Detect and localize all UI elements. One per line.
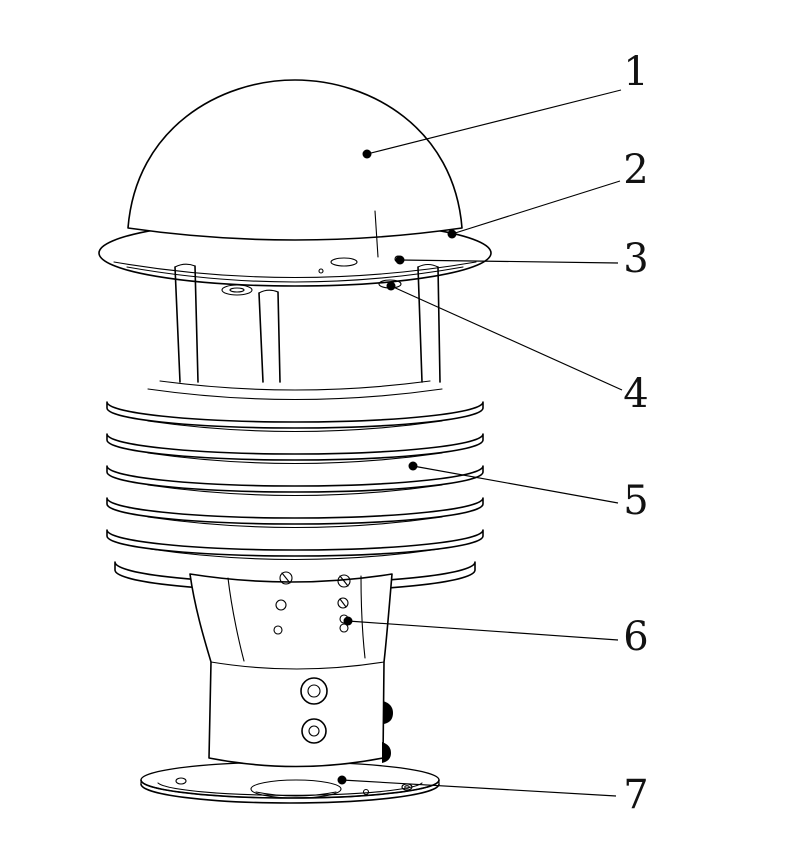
callout-leader bbox=[412, 465, 619, 504]
base-flange bbox=[140, 777, 440, 804]
vent-hole bbox=[279, 571, 293, 585]
callout-number: 6 bbox=[623, 614, 648, 660]
louver-plate bbox=[106, 420, 484, 461]
callout-leader bbox=[366, 89, 622, 155]
dome-seam-line bbox=[374, 210, 379, 258]
louver-surface bbox=[147, 420, 443, 433]
louver-rim bbox=[106, 433, 484, 461]
louver-plate bbox=[106, 452, 484, 493]
callout-6: 6 bbox=[343, 614, 649, 660]
side-connector bbox=[383, 701, 393, 724]
flange-rim-ends bbox=[140, 779, 440, 785]
louver-plate bbox=[106, 516, 484, 557]
brim-underside-edge bbox=[113, 261, 477, 279]
callout-number: 4 bbox=[623, 371, 648, 417]
fastener-inner bbox=[307, 684, 321, 698]
callout-leader bbox=[347, 620, 619, 641]
mounting-posts bbox=[159, 263, 441, 391]
flange-center-hole-shadow bbox=[255, 791, 337, 797]
callout-dot bbox=[395, 255, 405, 265]
callout-dot bbox=[386, 281, 396, 291]
dome bbox=[127, 79, 463, 258]
callout-7: 7 bbox=[337, 772, 649, 818]
louver-rim bbox=[106, 401, 484, 429]
vent-hole bbox=[337, 574, 351, 588]
louver-plate bbox=[106, 484, 484, 525]
callout-dot bbox=[343, 616, 353, 626]
fastener-outer bbox=[301, 718, 327, 744]
body-seam bbox=[210, 661, 385, 670]
plate-port-left bbox=[221, 284, 253, 296]
shield-collar bbox=[159, 380, 431, 391]
body-crease-left bbox=[227, 577, 245, 662]
sensor-body bbox=[189, 571, 393, 768]
flange-rim-bottom bbox=[140, 783, 440, 804]
louver-stack bbox=[106, 388, 484, 592]
callout-dot bbox=[408, 461, 418, 471]
vent-hole bbox=[337, 597, 349, 609]
callout-dot bbox=[337, 775, 347, 785]
screw-slot bbox=[339, 598, 347, 608]
louver-rim bbox=[106, 529, 484, 557]
callout-number: 1 bbox=[623, 49, 648, 95]
flange-bolt-hole bbox=[175, 777, 187, 785]
louver-surface bbox=[147, 484, 443, 497]
callout-dot bbox=[362, 149, 372, 159]
louver-surface bbox=[147, 516, 443, 529]
flange-bolt-hole-inner bbox=[404, 785, 410, 789]
vent-hole bbox=[273, 625, 283, 635]
callout-dot bbox=[447, 229, 457, 239]
louver-surface bbox=[147, 452, 443, 465]
louver-surface bbox=[149, 548, 441, 561]
fastener-outer bbox=[300, 677, 328, 705]
plate-sensor-port bbox=[330, 257, 358, 267]
callout-leader bbox=[341, 779, 617, 797]
vent-hole bbox=[275, 599, 287, 611]
louver-rim bbox=[106, 465, 484, 493]
callouts: 1 2 3 4 5 6 7 bbox=[337, 49, 649, 818]
callout-number: 2 bbox=[623, 147, 648, 193]
flange-center-hole bbox=[250, 779, 342, 799]
callout-number: 5 bbox=[623, 478, 648, 524]
flange-pin-hole bbox=[362, 788, 370, 796]
louver-rim bbox=[106, 497, 484, 525]
louver-plate bbox=[106, 388, 484, 429]
plate-port-left-inner bbox=[229, 287, 245, 293]
post-sides bbox=[174, 265, 441, 383]
callout-number: 3 bbox=[623, 236, 648, 282]
side-connector bbox=[382, 742, 391, 763]
callout-leader bbox=[451, 180, 621, 235]
louver-surface bbox=[147, 388, 443, 401]
post-tops bbox=[174, 263, 439, 294]
callout-2: 2 bbox=[447, 147, 649, 239]
fastener-inner bbox=[308, 725, 320, 737]
plate-pin bbox=[318, 268, 324, 274]
callout-leader bbox=[399, 259, 619, 264]
callout-5: 5 bbox=[408, 461, 649, 524]
callout-1: 1 bbox=[362, 49, 649, 159]
vent-hole bbox=[339, 623, 349, 633]
screw-slot bbox=[281, 572, 291, 584]
callout-4: 4 bbox=[386, 281, 649, 417]
dome-shell bbox=[127, 79, 463, 241]
callout-leader bbox=[390, 285, 623, 391]
screw-slot bbox=[339, 575, 349, 587]
callout-3: 3 bbox=[395, 236, 649, 282]
callout-number: 7 bbox=[623, 772, 648, 818]
